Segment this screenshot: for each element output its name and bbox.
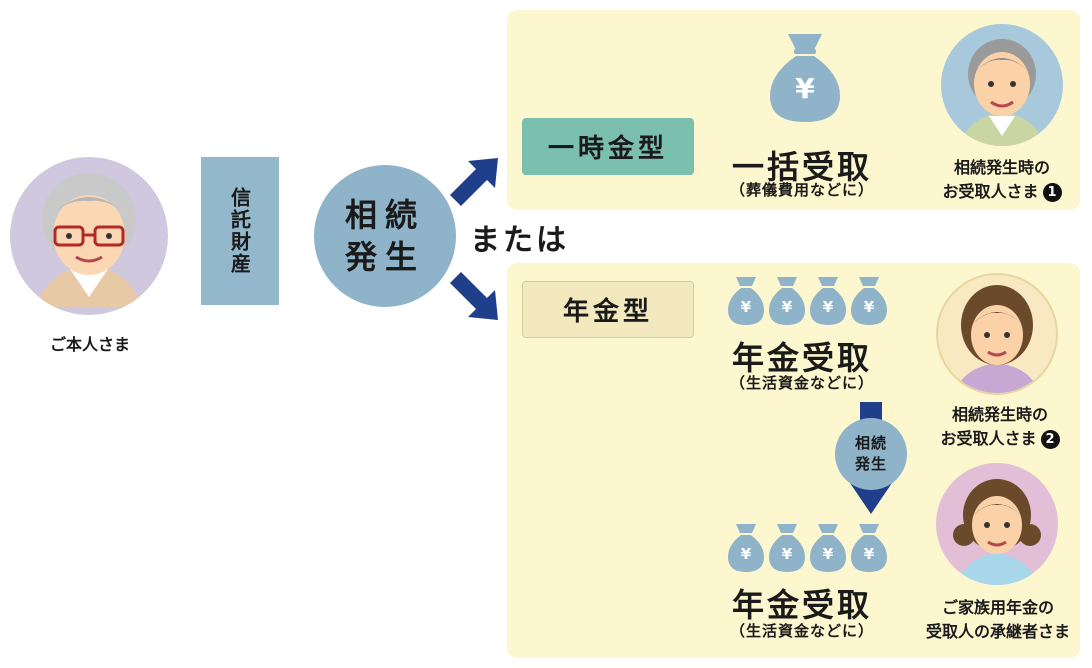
young-woman-illustration bbox=[953, 479, 1041, 585]
successor-line1: ご家族用年金の bbox=[941, 598, 1054, 617]
pension-title: 年金受取 bbox=[731, 339, 872, 377]
principal-label: ご本人さま bbox=[49, 335, 130, 354]
trust-property-box: 信託財産 bbox=[201, 157, 279, 305]
pension-type-box: 年金型 bbox=[522, 281, 694, 338]
principal-avatar bbox=[10, 157, 168, 315]
pension-type-label: 年金型 bbox=[562, 297, 653, 327]
inheritance-line2: 発生 bbox=[344, 238, 425, 276]
money-bag-yen: ¥ bbox=[740, 545, 752, 563]
money-bag-yen: ¥ bbox=[822, 298, 834, 316]
inheritance-line1: 相続 bbox=[344, 196, 425, 234]
successor-pension-subtitle: （生活資金などに） bbox=[729, 622, 874, 640]
money-bag-icon bbox=[770, 34, 840, 122]
or-text: または bbox=[470, 223, 569, 258]
money-bag-icon bbox=[851, 277, 887, 325]
money-bag-icon bbox=[810, 524, 846, 572]
money-bag-yen: ¥ bbox=[781, 298, 793, 316]
money-bag-icon bbox=[769, 277, 805, 325]
successor-line2: 受取人の承継者さま bbox=[925, 622, 1070, 641]
successor-avatar bbox=[936, 463, 1058, 585]
lump-sum-title: 一括受取 bbox=[731, 148, 872, 186]
recipient-1-name: お受取人さま bbox=[942, 182, 1039, 201]
recipient-2-name: お受取人さま bbox=[940, 429, 1037, 448]
money-bag-icon bbox=[769, 524, 805, 572]
man-illustration bbox=[959, 39, 1045, 146]
woman-illustration bbox=[954, 285, 1040, 393]
mid-inheritance-line2: 発生 bbox=[854, 455, 887, 473]
money-bag-yen: ¥ bbox=[795, 72, 815, 105]
mid-inheritance-circle: 相続 発生 bbox=[835, 418, 907, 490]
recipient-2-line1: 相続発生時の bbox=[951, 405, 1048, 424]
recipient-number-badge-2: 2 bbox=[1040, 430, 1060, 449]
branch-arrows bbox=[450, 158, 498, 320]
arrow-down-right-icon bbox=[450, 272, 498, 320]
money-bags-row-1 bbox=[728, 277, 887, 325]
money-bag-yen: ¥ bbox=[740, 298, 752, 316]
money-bag-yen: ¥ bbox=[863, 545, 875, 563]
mid-inheritance-line1: 相続 bbox=[854, 434, 887, 452]
lump-sum-type-label: 一時金型 bbox=[547, 134, 668, 164]
elderly-woman-illustration bbox=[35, 173, 143, 307]
trust-property-label: 信託財産 bbox=[227, 187, 252, 275]
money-bag-yen: ¥ bbox=[863, 298, 875, 316]
money-bag-icon bbox=[728, 277, 764, 325]
recipient-2-avatar bbox=[936, 273, 1058, 395]
money-bag-yen: ¥ bbox=[781, 545, 793, 563]
lump-sum-type-box: 一時金型 bbox=[522, 118, 694, 175]
successor-label: ご家族用年金の 受取人の承継者さま bbox=[906, 596, 1090, 644]
money-bag-icon bbox=[810, 277, 846, 325]
money-bag-icon bbox=[851, 524, 887, 572]
successor-pension-title: 年金受取 bbox=[731, 586, 872, 624]
recipient-1-line1: 相続発生時の bbox=[953, 158, 1050, 177]
arrow-up-right-icon bbox=[450, 158, 498, 206]
money-bags-row-2 bbox=[728, 524, 887, 572]
pension-subtitle: （生活資金などに） bbox=[729, 374, 874, 392]
money-bag-yen: ¥ bbox=[822, 545, 834, 563]
money-bag-icon bbox=[728, 524, 764, 572]
recipient-number-badge-1: 1 bbox=[1042, 183, 1062, 202]
lump-sum-subtitle: （葬儀費用などに） bbox=[729, 181, 874, 199]
recipient-1-avatar bbox=[941, 24, 1063, 146]
inheritance-event-circle: 相続 発生 bbox=[314, 165, 456, 307]
